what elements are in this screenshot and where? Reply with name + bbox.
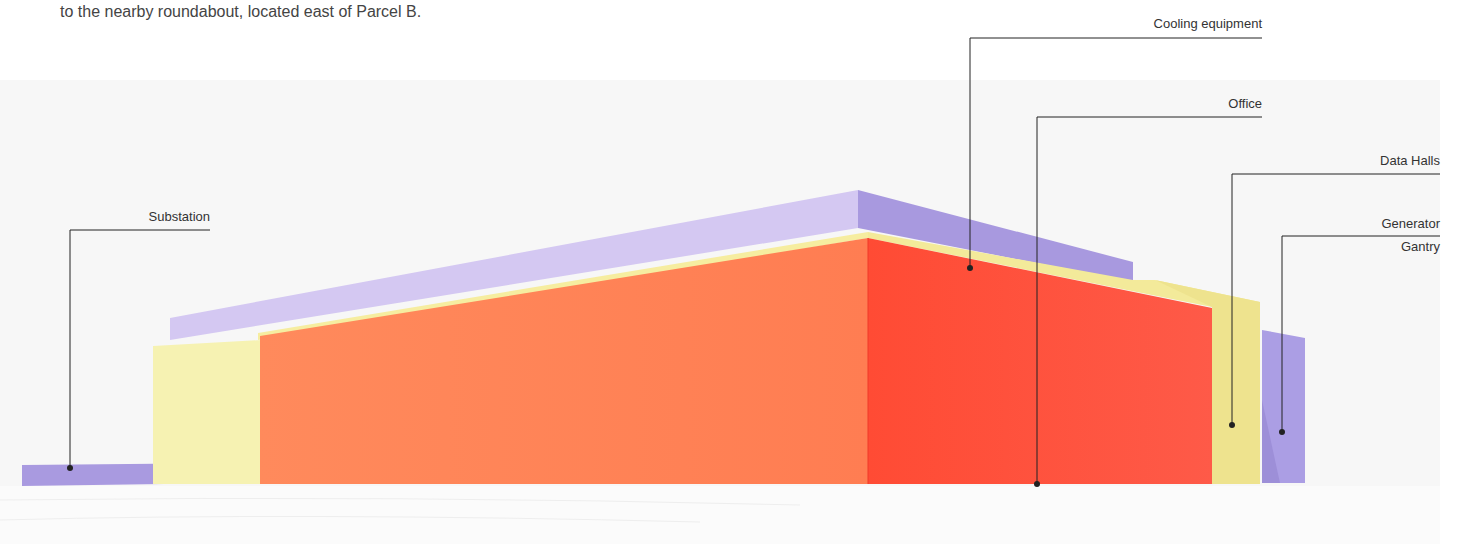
- generator-gantry-block: [1262, 330, 1305, 483]
- data-hall-block: [153, 340, 262, 484]
- callout-label: Cooling equipment: [1154, 16, 1262, 32]
- leader-lines: [70, 38, 1440, 484]
- note-text: to the nearby roundabout, located east o…: [60, 2, 421, 22]
- callout-label: Generator Gantry: [1362, 212, 1440, 258]
- ground: [0, 486, 1440, 544]
- office-block: [868, 238, 1212, 484]
- data-hall-block: [868, 232, 1260, 484]
- backdrop: [0, 80, 1440, 544]
- callout-label: Data Halls: [1380, 153, 1440, 169]
- callout-label: Office: [1228, 96, 1262, 112]
- leader-dots: [67, 265, 1285, 487]
- data-hall-face: [260, 238, 868, 484]
- callout-label: Substation: [149, 209, 210, 225]
